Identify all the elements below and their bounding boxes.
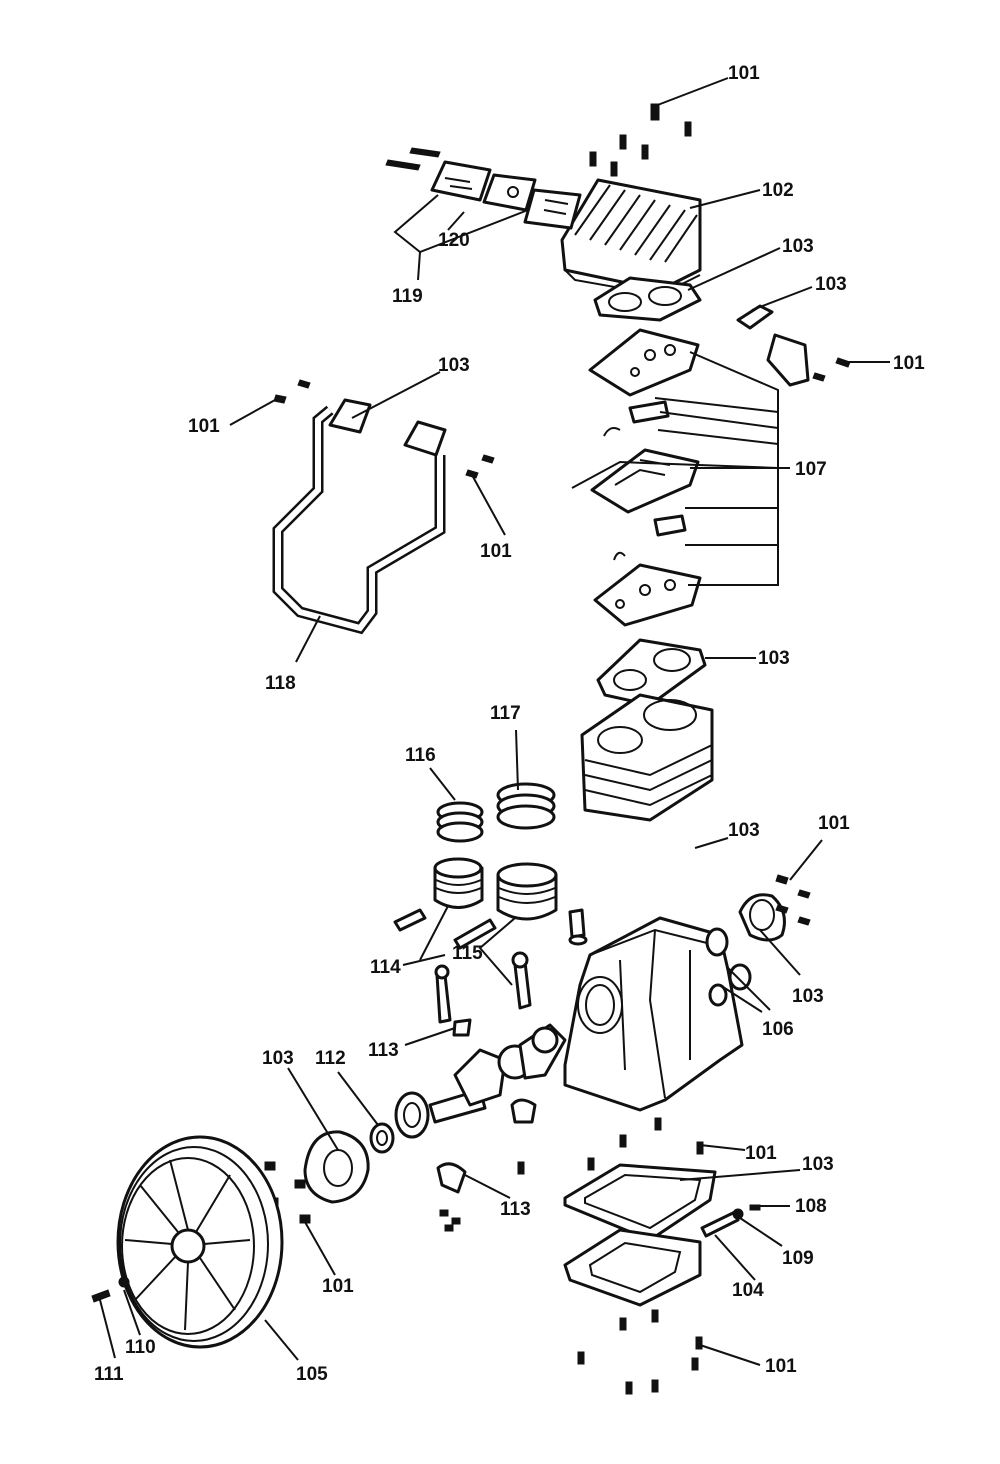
label-101: 101 (893, 353, 925, 374)
label-101: 101 (745, 1143, 777, 1164)
label-111: 111 (94, 1364, 124, 1385)
tube-bolts (273, 379, 495, 479)
label-118: 118 (265, 673, 296, 694)
label-101: 101 (818, 813, 850, 834)
label-103: 103 (782, 236, 814, 257)
label-113: 113 (368, 1040, 399, 1061)
label-110: 110 (125, 1337, 156, 1358)
sight-glass-parts (700, 1204, 761, 1238)
connecting-rods (434, 951, 532, 1024)
valve-plate-stack (588, 328, 702, 627)
oil-seal (369, 1122, 395, 1154)
bottom-plate (563, 1228, 702, 1307)
side-bolts (775, 874, 811, 926)
flywheel-bolt (91, 1289, 111, 1303)
label-102: 102 (762, 180, 794, 201)
drain-bolts (439, 1209, 461, 1232)
leader-lines (99, 77, 890, 1366)
air-filter-cover (523, 188, 582, 230)
bearing-cover (303, 1130, 370, 1204)
cylinder-top-gasket (596, 638, 707, 707)
breather-fitting (568, 908, 588, 946)
label-120: 120 (438, 230, 470, 251)
flywheel (116, 1135, 284, 1349)
label-101: 101 (765, 1356, 797, 1377)
piston-small (433, 857, 484, 909)
label-113: 113 (500, 1199, 531, 1220)
piston-rings-small (436, 801, 484, 843)
label-109: 109 (782, 1248, 814, 1269)
front-bearing (394, 1091, 430, 1139)
label-103: 103 (262, 1048, 294, 1069)
label-103: 103 (728, 820, 760, 841)
discharge-tube (272, 398, 447, 635)
label-103: 103 (802, 1154, 834, 1175)
seal-rings (705, 927, 752, 1007)
label-103: 103 (792, 986, 824, 1007)
label-112: 112 (315, 1048, 346, 1069)
label-101: 101 (322, 1276, 354, 1297)
air-filter-housing (385, 147, 492, 202)
rod-caps (436, 1018, 537, 1194)
crankshaft (428, 1023, 567, 1124)
label-107: 107 (795, 459, 827, 480)
label-116: 116 (405, 745, 436, 766)
label-104: 104 (732, 1280, 764, 1301)
label-103: 103 (815, 274, 847, 295)
head-gasket-top (593, 276, 702, 322)
label-106: 106 (762, 1019, 794, 1040)
bottom-bolts-lower (577, 1309, 703, 1395)
label-103: 103 (438, 355, 470, 376)
piston-large (496, 862, 558, 921)
label-117: 117 (490, 703, 521, 724)
side-flange (736, 304, 851, 387)
air-filter-element (482, 173, 537, 212)
label-101: 101 (480, 541, 512, 562)
bottom-gasket (563, 1163, 717, 1242)
label-114: 114 (370, 957, 401, 978)
label-115: 115 (452, 943, 483, 964)
head-bolts (589, 103, 692, 177)
label-105: 105 (296, 1364, 328, 1385)
label-119: 119 (392, 286, 423, 307)
label-103: 103 (758, 648, 790, 669)
label-101: 101 (728, 63, 760, 84)
flywheel-washer (118, 1276, 130, 1288)
label-101: 101 (188, 416, 220, 437)
wrist-pins (393, 908, 497, 950)
piston-rings-large (496, 782, 556, 830)
cylinder-block (580, 693, 714, 822)
side-cover (738, 893, 786, 942)
label-108: 108 (795, 1196, 827, 1217)
crankcase (563, 916, 744, 1112)
